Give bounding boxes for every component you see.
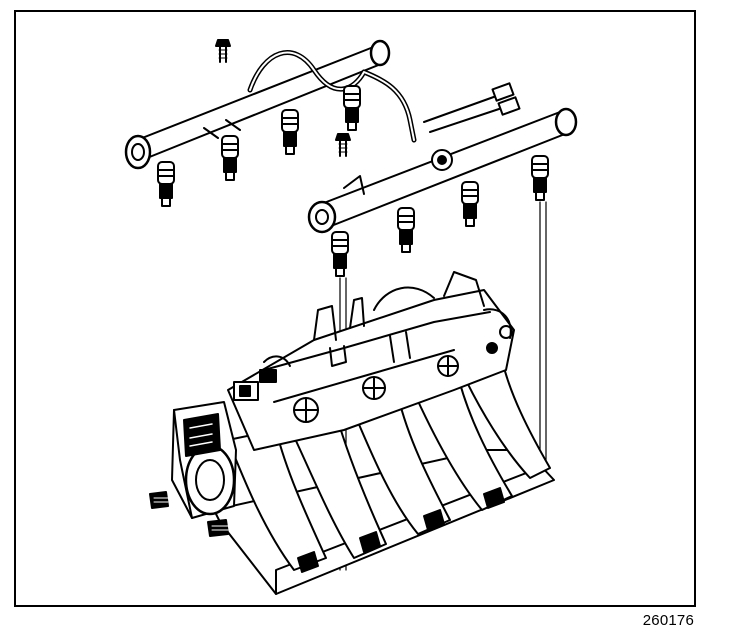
throttle-body bbox=[171, 381, 259, 519]
intake-manifold bbox=[213, 271, 555, 595]
figure-number: 260176 bbox=[642, 612, 694, 629]
fuel-crossover-pipe bbox=[247, 50, 521, 143]
fuel-rail-bolt-middle bbox=[335, 133, 351, 157]
fuel-injectors-right bbox=[331, 155, 549, 277]
fuel-rail-intake-manifold-illustration bbox=[124, 39, 578, 595]
throttle-body-studs bbox=[149, 491, 229, 537]
fuel-rail-bolt-top bbox=[215, 39, 231, 63]
fuel-rail-right bbox=[307, 107, 578, 234]
fuel-injectors-left bbox=[157, 85, 361, 207]
fuel-rail-left bbox=[124, 39, 391, 170]
